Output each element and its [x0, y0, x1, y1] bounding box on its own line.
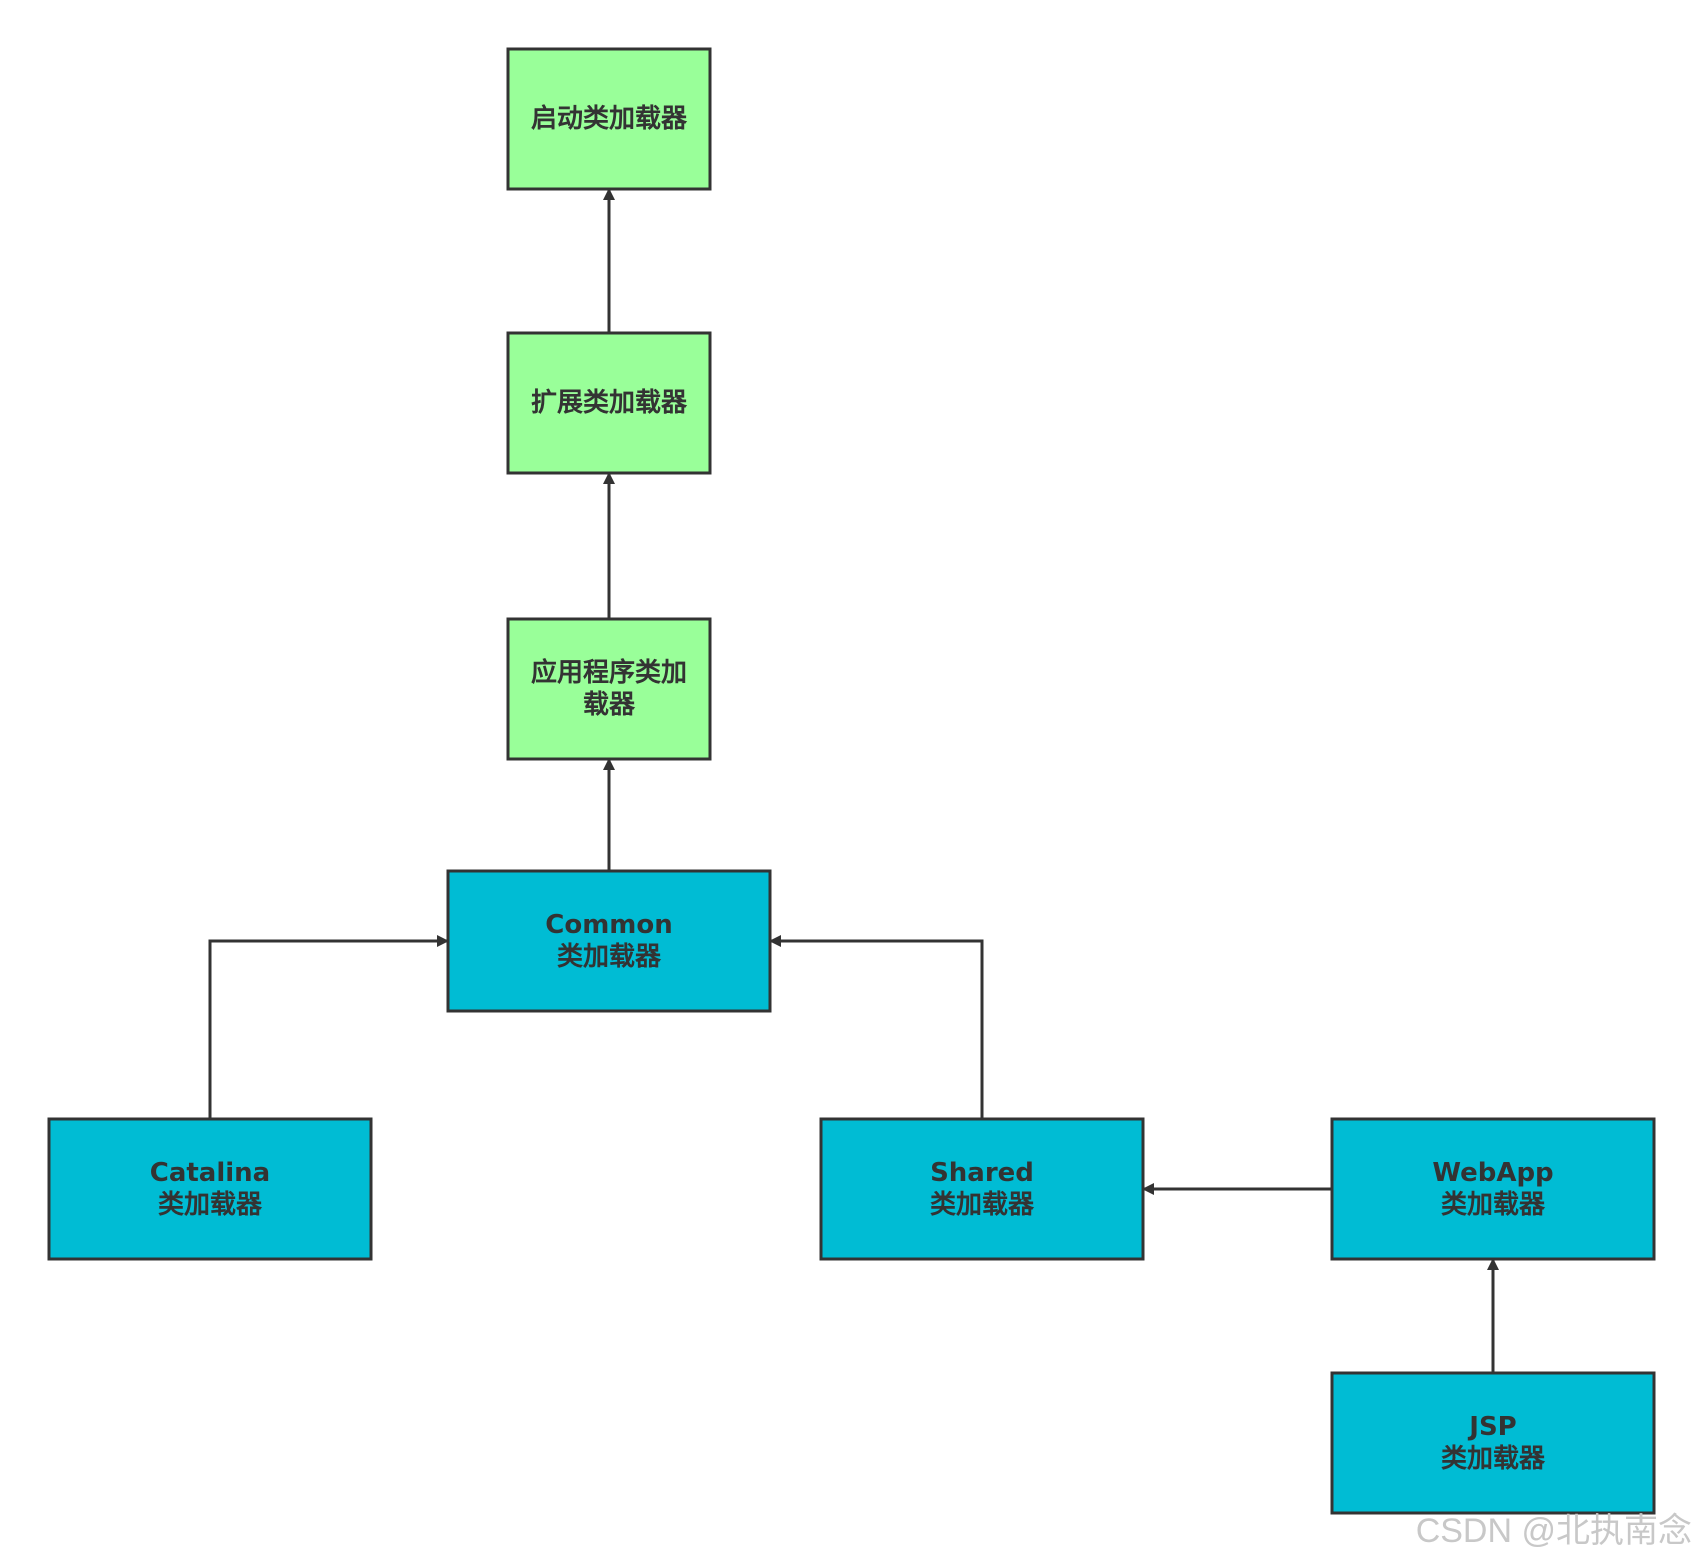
node-label-shared: 类加载器 [930, 1190, 1035, 1220]
csdn-watermark: CSDN @北执南念 [1415, 1512, 1692, 1550]
node-label-bootstrap: 启动类加载器 [531, 103, 688, 134]
node-label-catalina: Catalina [150, 1158, 270, 1188]
node-label-jsp: 类加载器 [1441, 1444, 1546, 1474]
node-box-jsp [1330, 1371, 1656, 1515]
node-label-common: 类加载器 [557, 942, 662, 972]
node-box-catalina [47, 1117, 373, 1261]
node-box-application [506, 617, 712, 761]
node-extension: 扩展类加载器 [506, 331, 712, 475]
edge-catalina-to-common [208, 935, 449, 1119]
edges-layer [208, 188, 1499, 1373]
node-label-catalina: 类加载器 [158, 1190, 263, 1220]
nodes-layer: 启动类加载器扩展类加载器应用程序类加载器Common类加载器Catalina类加… [47, 47, 1656, 1515]
node-label-jsp: JSP [1467, 1412, 1516, 1442]
edge-shared-to-common [769, 935, 984, 1119]
node-label-application: 应用程序类加 [531, 657, 687, 688]
node-label-webapp: 类加载器 [1441, 1190, 1546, 1220]
node-box-common [446, 869, 772, 1013]
node-label-shared: Shared [930, 1158, 1034, 1188]
node-box-shared [819, 1117, 1145, 1261]
node-label-webapp: WebApp [1432, 1158, 1553, 1188]
node-box-extension [506, 331, 712, 475]
node-label-common: Common [545, 910, 673, 940]
node-label-extension: 扩展类加载器 [531, 388, 688, 418]
node-box-webapp [1330, 1117, 1656, 1261]
node-box-bootstrap [506, 47, 712, 191]
node-label-application: 载器 [583, 690, 636, 720]
node-bootstrap: 启动类加载器 [506, 47, 712, 191]
